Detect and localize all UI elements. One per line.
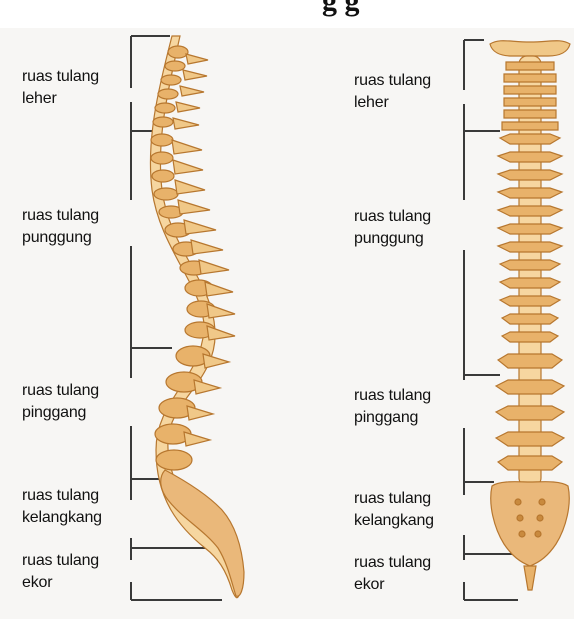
label-line: punggung bbox=[22, 227, 99, 249]
label-left-lumbar: ruas tulang pinggang bbox=[22, 380, 99, 424]
label-line: ruas tulang bbox=[354, 70, 431, 92]
label-left-coccyx: ruas tulang ekor bbox=[22, 550, 99, 594]
label-line: ruas tulang bbox=[22, 205, 99, 227]
lateral-spine bbox=[150, 36, 244, 598]
label-right-lumbar: ruas tulang pinggang bbox=[354, 385, 431, 429]
label-right-thoracic: ruas tulang punggung bbox=[354, 206, 431, 250]
label-left-sacral: ruas tulang kelangkang bbox=[22, 485, 102, 529]
label-line: punggung bbox=[354, 228, 431, 250]
label-right-sacral: ruas tulang kelangkang bbox=[354, 488, 434, 532]
label-line: ruas tulang bbox=[22, 485, 102, 507]
label-line: ruas tulang bbox=[354, 552, 431, 574]
label-right-coccyx: ruas tulang ekor bbox=[354, 552, 431, 596]
label-line: ruas tulang bbox=[354, 385, 431, 407]
label-line: ruas tulang bbox=[354, 488, 434, 510]
label-line: leher bbox=[22, 88, 99, 110]
label-line: kelangkang bbox=[22, 507, 102, 529]
label-line: leher bbox=[354, 92, 431, 114]
label-line: kelangkang bbox=[354, 510, 434, 532]
label-right-cervical: ruas tulang leher bbox=[354, 70, 431, 114]
label-line: pinggang bbox=[354, 407, 431, 429]
label-line: ekor bbox=[354, 574, 431, 596]
label-line: pinggang bbox=[22, 402, 99, 424]
label-line: ruas tulang bbox=[22, 380, 99, 402]
label-line: ruas tulang bbox=[22, 66, 99, 88]
label-line: ruas tulang bbox=[354, 206, 431, 228]
label-line: ekor bbox=[22, 572, 99, 594]
label-left-cervical: ruas tulang leher bbox=[22, 66, 99, 110]
posterior-spine bbox=[490, 41, 570, 590]
label-left-thoracic: ruas tulang punggung bbox=[22, 205, 99, 249]
label-line: ruas tulang bbox=[22, 550, 99, 572]
